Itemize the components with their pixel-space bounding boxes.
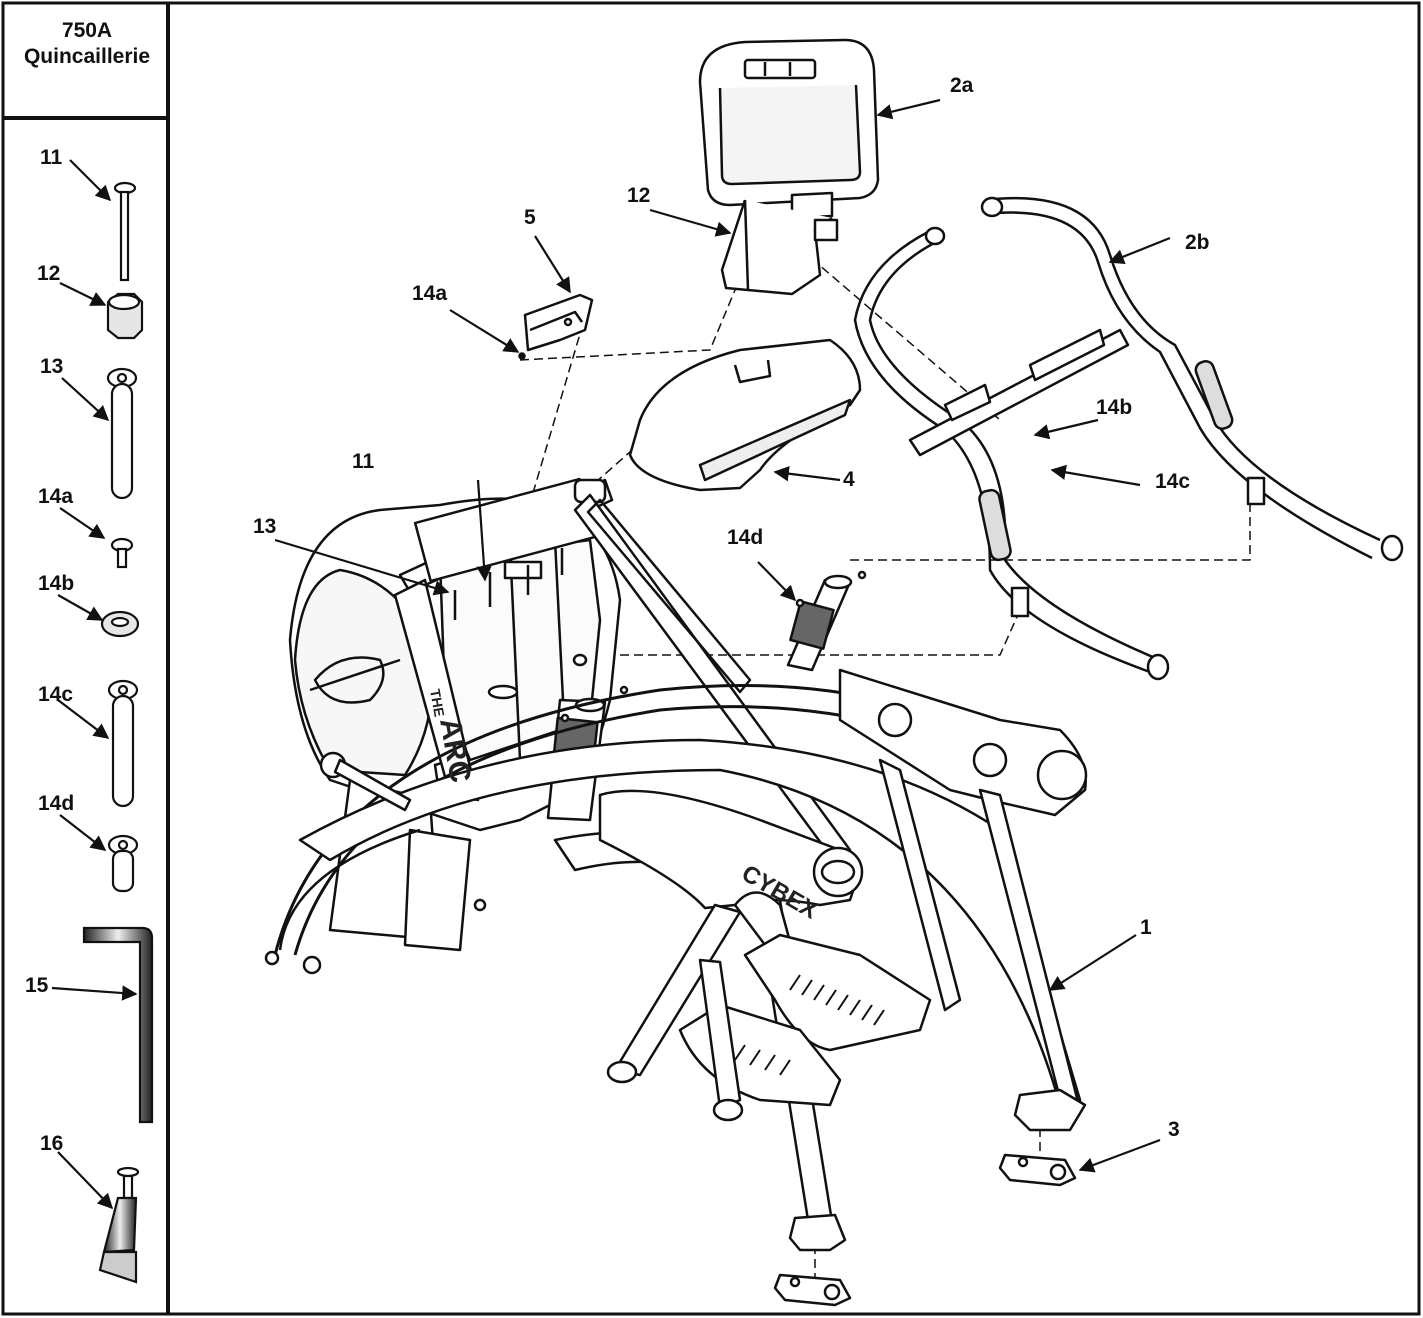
shroud-4	[628, 338, 862, 492]
legs	[606, 758, 1087, 1252]
part-11-bolt-icon	[69, 159, 137, 282]
part-14d-bolt-icon	[59, 814, 139, 893]
top-support	[398, 477, 614, 620]
hardware-label-13: 13	[40, 355, 64, 378]
cover-5	[518, 293, 594, 360]
part-14b-washer-icon	[57, 594, 140, 638]
callout-1: 1	[1140, 916, 1152, 939]
part-16-tool-icon	[57, 1151, 140, 1284]
handlebar-2b	[853, 196, 1404, 681]
callout-13: 13	[253, 515, 277, 538]
header-title: Quincaillerie	[23, 45, 151, 68]
callout-14b: 14b	[1096, 396, 1133, 419]
hardware-label-16: 16	[40, 1132, 64, 1155]
callout-14a: 14a	[412, 282, 448, 305]
right-post	[786, 570, 867, 672]
callout-4: 4	[843, 468, 855, 491]
part-13-bolt-icon	[61, 367, 138, 500]
callout-14c: 14c	[1155, 470, 1191, 493]
part-14c-bolt-icon	[57, 679, 139, 808]
callout-arrows	[274, 98, 1171, 1173]
foot-plate-front	[773, 1273, 852, 1307]
callout-5: 5	[524, 206, 536, 229]
hardware-label-14a: 14a	[38, 485, 74, 508]
callout-3: 3	[1168, 1118, 1180, 1141]
hardware-label-11: 11	[40, 146, 63, 169]
callout-2b: 2b	[1185, 231, 1210, 254]
header-model: 750A	[61, 19, 113, 42]
part-15-hex-key-icon	[51, 926, 154, 1124]
part-12-nut-icon	[59, 282, 144, 340]
console-2a	[698, 38, 880, 296]
hardware-label-14c: 14c	[38, 683, 74, 706]
foot-plate-3	[998, 1153, 1077, 1187]
part-14a-screw-icon	[59, 507, 134, 569]
model-the: THE	[427, 688, 448, 718]
hardware-parts	[51, 159, 154, 1284]
callout-12: 12	[627, 184, 651, 207]
pivots	[264, 751, 487, 975]
hardware-label-14d: 14d	[38, 792, 75, 815]
pedal-linkage	[598, 668, 1088, 967]
hardware-label-14b: 14b	[38, 572, 75, 595]
hardware-label-12: 12	[37, 262, 61, 285]
hardware-label-15: 15	[25, 974, 49, 997]
callout-14d: 14d	[727, 526, 764, 549]
callout-11: 11	[352, 450, 375, 473]
callout-2a: 2a	[950, 74, 974, 97]
